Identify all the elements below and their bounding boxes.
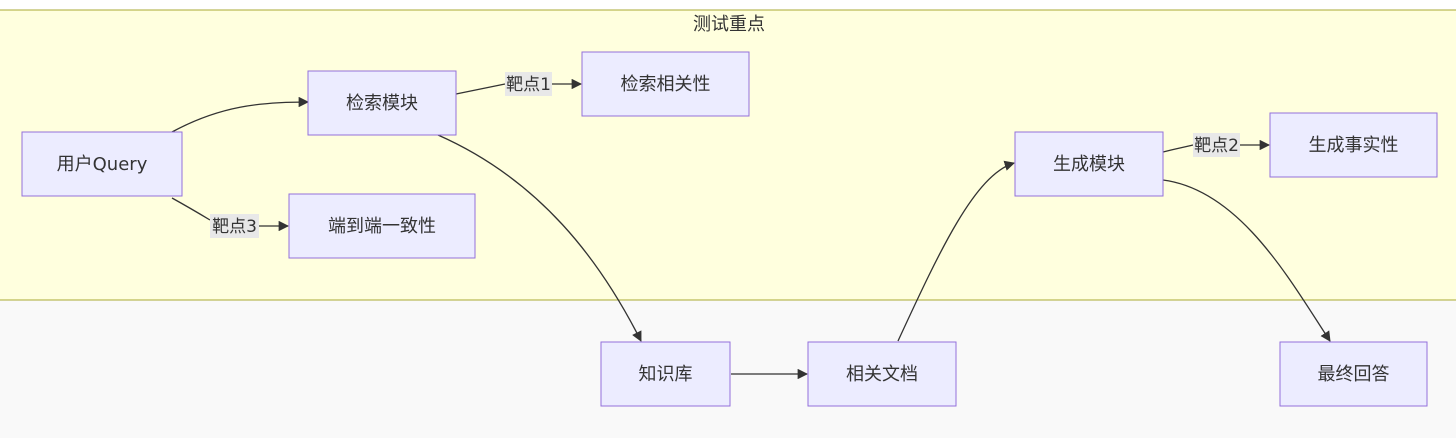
edge-generation-to-factuality <box>1162 145 1269 152</box>
node-label: 检索模块 <box>346 93 418 114</box>
node-label: 生成事实性 <box>1309 135 1399 156</box>
edge-generation-to-final-answer <box>1162 179 1331 342</box>
cluster-title: 测试重点 <box>693 14 765 35</box>
node-label: 用户Query <box>57 154 148 175</box>
node-label: 相关文档 <box>846 364 918 385</box>
node-label: 端到端一致性 <box>328 216 436 237</box>
edge-label-bg <box>210 214 259 238</box>
node-label: 知识库 <box>639 364 693 385</box>
edges <box>171 84 1331 380</box>
edge-label-target1: 靶点1 <box>505 72 552 96</box>
node-generation-module: 生成模块 <box>1014 131 1164 197</box>
node-label: 最终回答 <box>1318 364 1390 385</box>
node-user-query: 用户Query <box>21 131 183 197</box>
edge-label-text: 靶点1 <box>506 75 551 95</box>
edge-label-text: 靶点3 <box>212 217 257 237</box>
edge-label-bg <box>1193 133 1240 157</box>
edge-related-docs-to-generation <box>897 160 1015 342</box>
node-retrieval-module: 检索模块 <box>307 70 457 136</box>
node-knowledge-base: 知识库 <box>600 341 731 407</box>
node-label: 检索相关性 <box>621 74 711 95</box>
edge-query-to-retrieval <box>171 96 310 133</box>
edge-retrieval-to-relevance <box>455 84 581 94</box>
node-generation-factuality: 生成事实性 <box>1269 112 1438 178</box>
edge-label-bg <box>505 72 552 96</box>
edge-label-target2: 靶点2 <box>1193 133 1240 157</box>
node-final-answer: 最终回答 <box>1279 341 1428 407</box>
node-label: 生成模块 <box>1053 154 1125 175</box>
node-retrieval-relevance: 检索相关性 <box>581 51 750 117</box>
node-related-documents: 相关文档 <box>807 341 957 407</box>
edge-label-text: 靶点2 <box>1194 136 1239 156</box>
node-end-to-end-consistency: 端到端一致性 <box>288 193 476 259</box>
edge-query-to-end-to-end <box>171 197 288 226</box>
edge-retrieval-to-knowledge-base <box>437 134 642 342</box>
edge-label-target3: 靶点3 <box>210 214 259 238</box>
